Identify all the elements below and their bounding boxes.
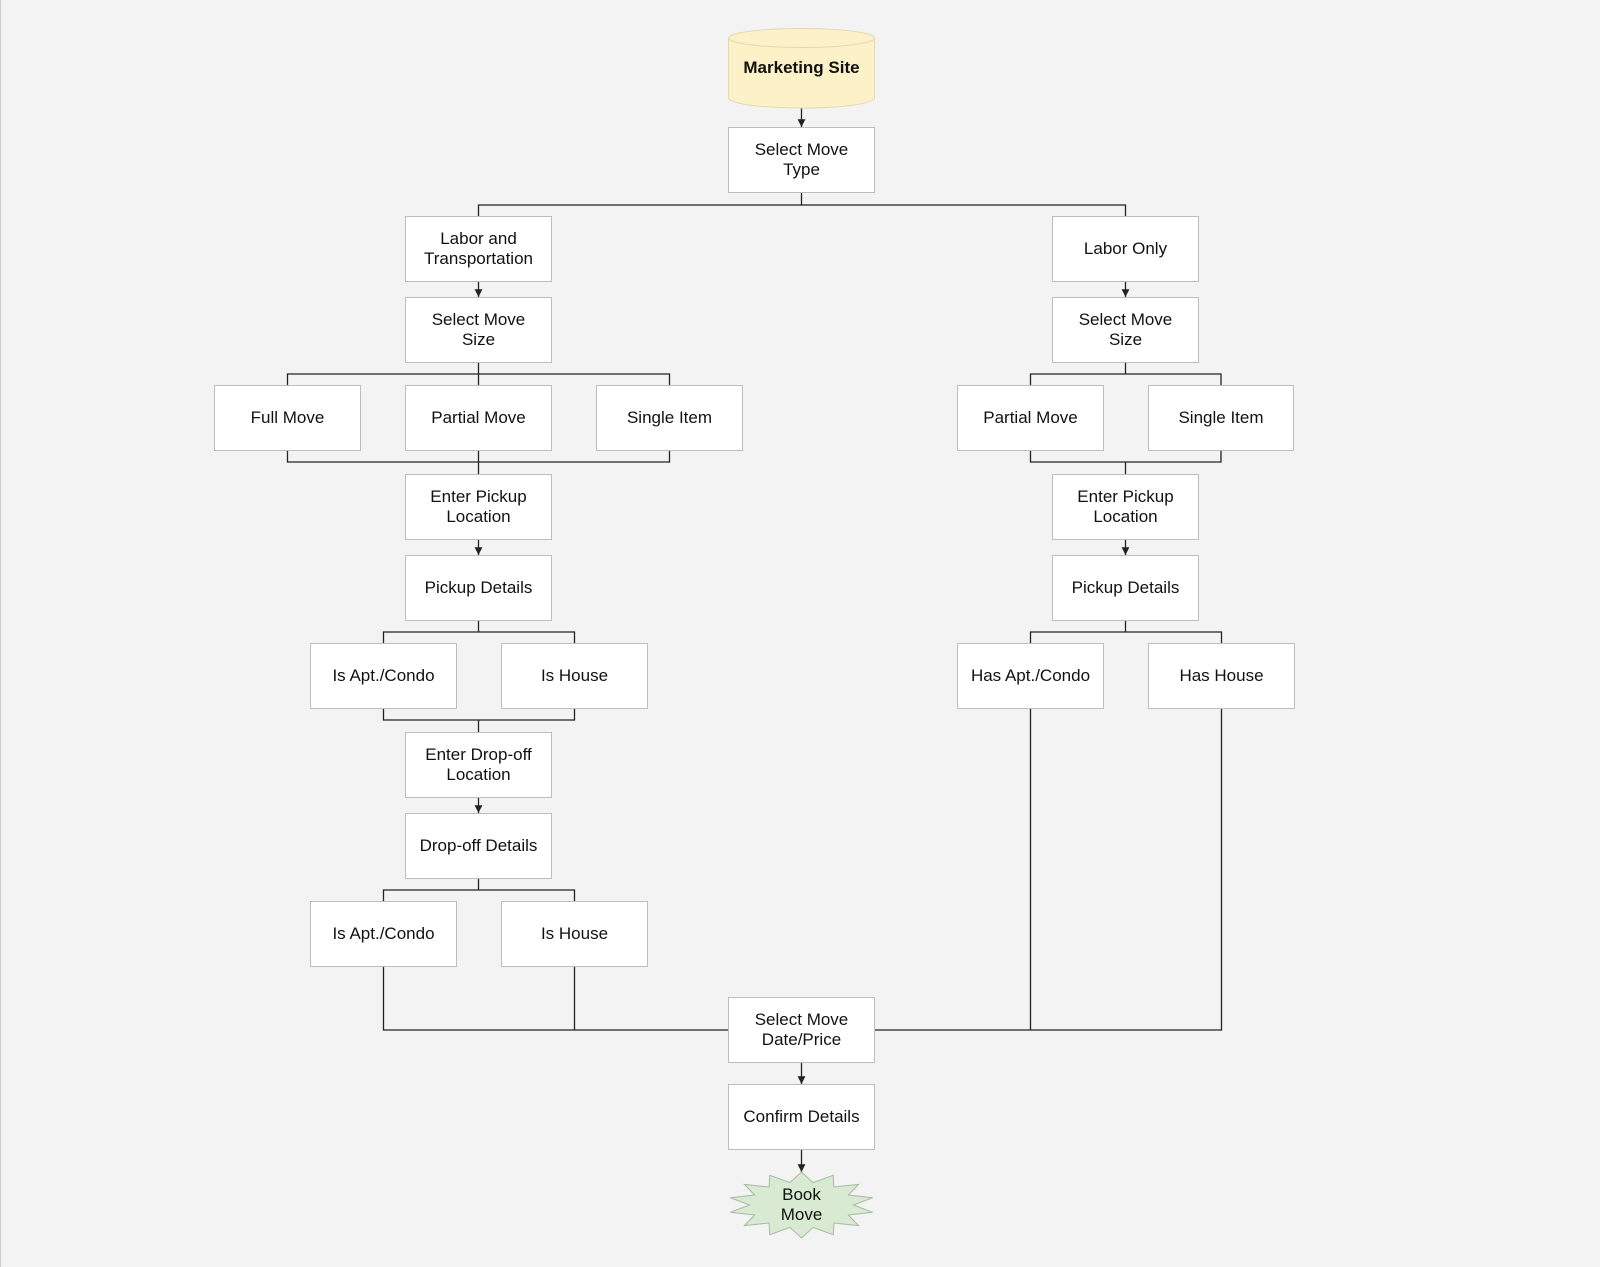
edge-lt-size-branch xyxy=(286,373,671,385)
node-lt-enter-pickup-location: Enter Pickup Location xyxy=(405,474,552,540)
node-label: Book Move xyxy=(780,1185,823,1224)
node-lo-has-apt-condo: Has Apt./Condo xyxy=(957,643,1104,709)
node-select-move-type: Select Move Type xyxy=(728,127,875,193)
edge-type-to-lt xyxy=(477,193,803,216)
edge-lo-house-to-date xyxy=(1030,709,1223,1031)
node-labor-only: Labor Only xyxy=(1052,216,1199,282)
node-lo-select-move-size: Select Move Size xyxy=(1052,297,1199,363)
node-select-move-date-price: Select Move Date/Price xyxy=(728,997,875,1063)
starburst-icon xyxy=(730,1171,873,1239)
edge-lo-size-merge xyxy=(1029,451,1222,463)
node-marketing-site: Marketing Site xyxy=(728,28,875,109)
edge-lo-apt-to-date xyxy=(875,709,1032,1031)
node-dropoff-is-apt-condo: Is Apt./Condo xyxy=(310,901,457,967)
node-lt-select-move-size: Select Move Size xyxy=(405,297,552,363)
database-cylinder-icon xyxy=(728,28,875,109)
node-dropoff-details: Drop-off Details xyxy=(405,813,552,879)
node-dropoff-is-house: Is House xyxy=(501,901,648,967)
node-lt-pickup-details: Pickup Details xyxy=(405,555,552,621)
node-lo-enter-pickup-location: Enter Pickup Location xyxy=(1052,474,1199,540)
edge-lt-details-merge xyxy=(382,709,576,721)
node-lt-pickup-is-house: Is House xyxy=(501,643,648,709)
edge-lo-size-branch xyxy=(1029,373,1222,385)
node-label: Marketing Site xyxy=(743,58,860,77)
node-enter-dropoff-location: Enter Drop-off Location xyxy=(405,732,552,798)
node-lt-full-move: Full Move xyxy=(214,385,361,451)
node-lo-pickup-details: Pickup Details xyxy=(1052,555,1199,621)
edge-lo-details-branch xyxy=(1029,631,1223,643)
edge-dropoff-details-branch xyxy=(382,889,576,901)
node-confirm-details: Confirm Details xyxy=(728,1084,875,1150)
node-lt-pickup-is-apt-condo: Is Apt./Condo xyxy=(310,643,457,709)
node-lt-partial-move: Partial Move xyxy=(405,385,552,451)
edge-dropoff-apt-to-date xyxy=(382,967,728,1031)
node-lo-has-house: Has House xyxy=(1148,643,1295,709)
edge-lt-details-branch xyxy=(382,631,576,643)
node-book-move: Book Move xyxy=(728,1171,875,1239)
node-labor-and-transportation: Labor and Transportation xyxy=(405,216,552,282)
node-lo-partial-move: Partial Move xyxy=(957,385,1104,451)
edge-type-to-lo xyxy=(801,204,1127,216)
node-lo-single-item: Single Item xyxy=(1148,385,1294,451)
node-lt-single-item: Single Item xyxy=(596,385,743,451)
